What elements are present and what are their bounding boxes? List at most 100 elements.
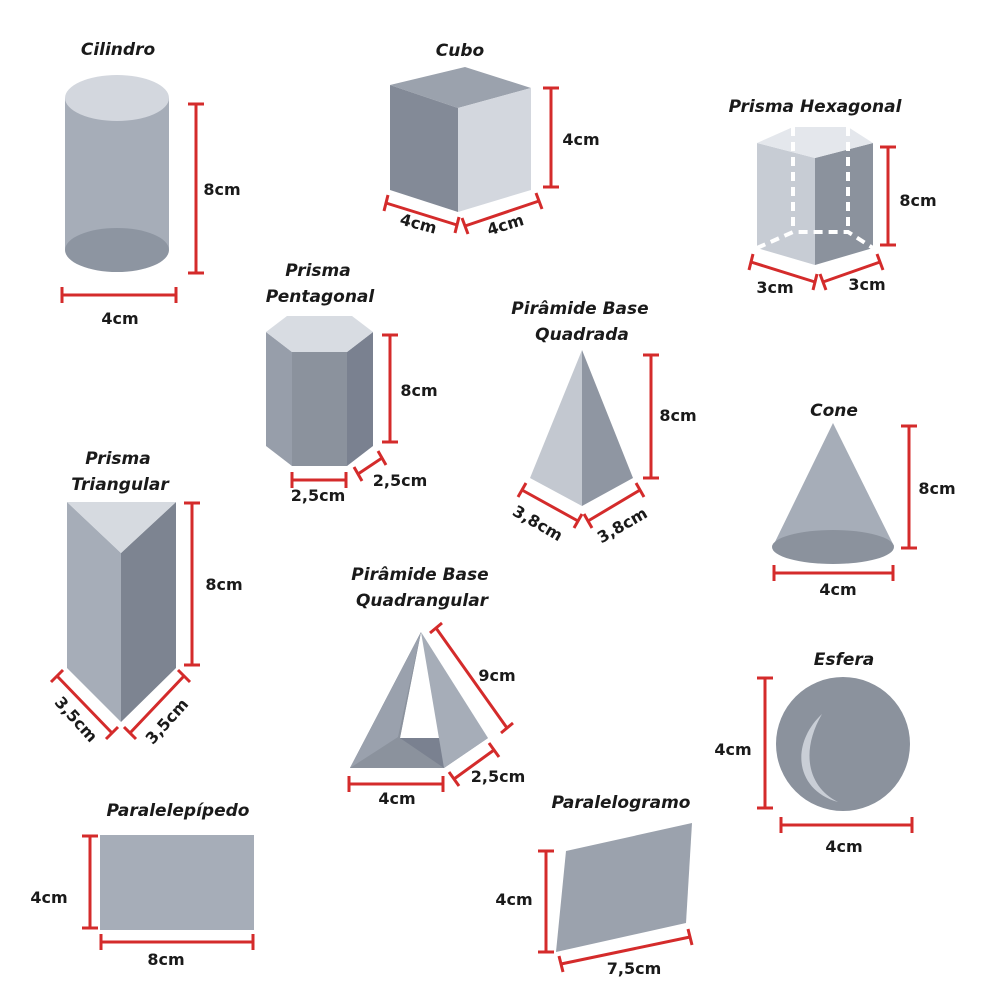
parallelogram-figure: Paralelogramo 4cm 7,5cm <box>495 793 694 978</box>
sphere-height-label: 4cm <box>714 740 751 759</box>
cylinder-width-label: 4cm <box>101 309 138 328</box>
parallelogram-width-measure <box>557 928 694 973</box>
parallelepiped-figure: Paralelepípedo 4cm 8cm <box>30 801 255 969</box>
sphere-title: Esfera <box>814 650 875 670</box>
pentagonal-prism-height-label: 8cm <box>400 381 437 400</box>
pentagonal-prism-figure: Prisma Pentagonal 8cm 2,5cm 2,5cm <box>266 261 438 505</box>
cone-base <box>772 530 894 564</box>
triangular-prism-left-face <box>67 502 121 722</box>
hexagonal-prism-height-measure <box>880 145 896 247</box>
quadrangular-pyramid-title-line2: Quadrangular <box>356 591 490 611</box>
cone-title: Cone <box>810 401 858 421</box>
cone-height-label: 8cm <box>918 479 955 498</box>
hexagonal-prism-right-face <box>815 143 873 265</box>
triangular-prism-base-left-measure <box>49 668 120 741</box>
parallelepiped-width-label: 8cm <box>147 950 184 969</box>
cube-base-right-label: 4cm <box>485 210 526 239</box>
pentagonal-prism-front-face <box>292 352 347 466</box>
quadrangular-pyramid-base-side-label: 2,5cm <box>471 767 526 786</box>
hexagonal-prism-height-label: 8cm <box>899 191 936 210</box>
parallelogram-height-label: 4cm <box>495 890 532 909</box>
cube-base-left-label: 4cm <box>398 210 439 238</box>
pentagonal-prism-base-right-label: 2,5cm <box>373 471 428 490</box>
cube-base-left-measure <box>382 194 461 234</box>
pentagonal-prism-left-face <box>266 332 292 466</box>
parallelepiped-height-measure <box>82 834 98 930</box>
hexagonal-prism-base-left-measure <box>747 253 819 291</box>
parallelogram-body <box>556 823 692 952</box>
sphere-body <box>776 677 910 811</box>
square-pyramid-base-right-measure <box>582 482 646 529</box>
cylinder-top-face <box>65 75 169 121</box>
triangular-prism-right-face <box>121 502 176 722</box>
hexagonal-prism-base-right-measure <box>818 253 885 291</box>
quadrangular-pyramid-base-side-measure <box>447 742 501 787</box>
cube-base-right-measure <box>460 192 544 235</box>
pentagonal-prism-top-face <box>266 316 373 352</box>
parallelogram-title: Paralelogramo <box>552 793 691 813</box>
quadrangular-pyramid-edge-measure <box>429 621 514 735</box>
parallelepiped-width-measure <box>99 934 255 950</box>
hexagonal-prism-left-face <box>757 143 815 265</box>
cylinder-bottom-face <box>65 228 169 272</box>
cube-top-face <box>390 67 531 108</box>
quadrangular-pyramid-title-line1: Pirâmide Base <box>351 565 488 585</box>
pentagonal-prism-base-right-measure <box>352 450 388 482</box>
hexagonal-prism-figure: Prisma Hexagonal 8cm 3cm 3cm <box>729 97 937 297</box>
hexagonal-prism-hidden-edges <box>756 127 875 250</box>
hexagonal-prism-top-face <box>757 127 873 158</box>
cube-title: Cubo <box>436 41 485 61</box>
square-pyramid-title-line1: Pirâmide Base <box>511 299 648 319</box>
hexagonal-prism-base-right-label: 3cm <box>848 275 885 294</box>
square-pyramid-title-line2: Quadrada <box>535 325 629 345</box>
triangular-prism-height-label: 8cm <box>205 575 242 594</box>
parallelogram-height-measure <box>538 849 554 954</box>
hexagonal-prism-base-left-label: 3cm <box>756 278 793 297</box>
square-pyramid-right-face <box>582 350 633 506</box>
pentagonal-prism-title-line2: Pentagonal <box>266 287 376 307</box>
cylinder-height-label: 8cm <box>203 180 240 199</box>
pentagonal-prism-base-left-measure <box>290 472 348 488</box>
parallelepiped-body <box>100 835 254 930</box>
cylinder-title: Cilindro <box>81 40 156 60</box>
sphere-width-label: 4cm <box>825 837 862 856</box>
hexagonal-prism-title: Prisma Hexagonal <box>729 97 903 117</box>
cube-left-face <box>390 85 458 212</box>
quadrangular-pyramid-base-front-measure <box>347 776 445 792</box>
cone-width-label: 4cm <box>819 580 856 599</box>
square-pyramid-height-label: 8cm <box>659 406 696 425</box>
parallelepiped-title: Paralelepípedo <box>107 801 250 821</box>
cube-figure: Cubo 4cm 4cm 4cm <box>382 41 600 239</box>
pentagonal-prism-title-line1: Prisma <box>285 261 350 281</box>
sphere-highlight <box>801 714 838 802</box>
square-pyramid-base-left-measure <box>516 482 584 529</box>
parallelepiped-height-label: 4cm <box>30 888 67 907</box>
cube-right-face <box>458 88 531 212</box>
triangular-prism-top-face <box>67 502 176 553</box>
quadrangular-pyramid-right-face <box>421 632 488 768</box>
triangular-prism-base-left-label: 3,5cm <box>51 693 102 746</box>
parallelogram-width-label: 7,5cm <box>607 959 662 978</box>
square-pyramid-figure: Pirâmide Base Quadrada 8cm 3,8cm 3,8cm <box>509 299 696 547</box>
quadrangular-pyramid-figure: Pirâmide Base Quadrangular 9cm 4cm 2,5cm <box>347 565 526 808</box>
square-pyramid-base-left-label: 3,8cm <box>509 501 566 545</box>
pentagonal-prism-height-measure <box>382 333 398 444</box>
cone-width-measure <box>772 565 895 581</box>
cylinder-figure: Cilindro 8cm 4cm <box>60 40 241 328</box>
triangular-prism-height-measure <box>184 501 200 667</box>
cube-height-measure <box>543 86 559 189</box>
square-pyramid-base-right-label: 3,8cm <box>594 503 651 547</box>
triangular-prism-title-line1: Prisma <box>85 449 150 469</box>
quadrangular-pyramid-edge-label: 9cm <box>478 666 515 685</box>
cylinder-width-measure <box>60 287 178 303</box>
triangular-prism-title-line2: Triangular <box>71 475 170 495</box>
cone-body <box>773 423 894 546</box>
sphere-figure: Esfera 4cm 4cm <box>714 650 914 856</box>
quadrangular-pyramid-front-shade <box>350 632 421 768</box>
sphere-width-measure <box>779 817 914 833</box>
cone-height-measure <box>901 424 917 550</box>
quadrangular-pyramid-base-front-label: 4cm <box>378 789 415 808</box>
square-pyramid-left-face <box>530 350 582 506</box>
cone-figure: Cone 8cm 4cm <box>772 401 956 599</box>
